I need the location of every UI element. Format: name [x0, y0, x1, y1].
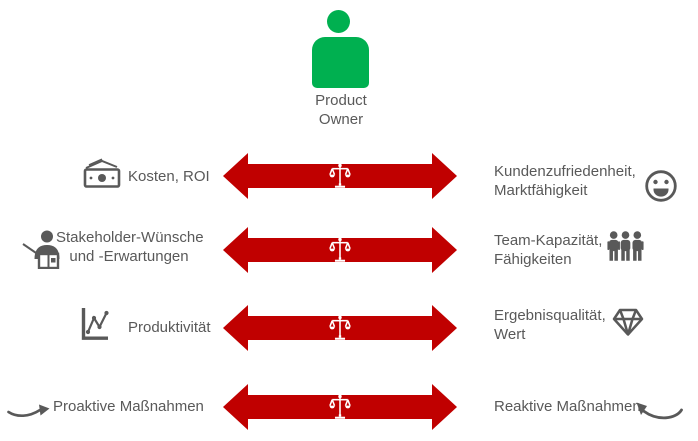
row1-right-line2: Marktfähigkeit: [494, 182, 588, 199]
arrow-left-head: [223, 305, 248, 351]
proactive-arrow-icon: [7, 404, 50, 417]
product-owner-line2: Owner: [318, 111, 364, 128]
row4-left-label: Proaktive Maßnahmen: [53, 398, 204, 415]
arrow-left-head: [223, 227, 248, 273]
row2-right-label: Team-Kapazität, Fähigkeiten: [494, 231, 602, 269]
row3-left-label: Produktivität: [128, 319, 211, 336]
person-icon: [327, 10, 350, 33]
row2-left-label: Stakeholder-Wünsche und -Erwartungen: [56, 228, 204, 266]
row1-right-line1: Kundenzufriedenheit,: [494, 163, 636, 180]
row2-left-line1: Stakeholder-Wünsche: [56, 229, 204, 246]
balance-arrow-2: [223, 227, 457, 273]
product-owner-line1: Product: [315, 92, 367, 109]
row2-left-line2: und -Erwartungen: [69, 248, 189, 265]
arrow-right-head: [432, 227, 457, 273]
smiley-icon: [645, 170, 677, 202]
arrow-right-head: [432, 384, 457, 430]
row3-right-line1: Ergebnisqualität,: [494, 307, 606, 324]
balance-scale-icon: [329, 394, 351, 419]
arrow-right-head: [432, 305, 457, 351]
diamond-icon: [612, 308, 644, 336]
balance-scale-icon: [329, 237, 351, 262]
money-icon: [83, 158, 121, 188]
line-chart-icon: [81, 308, 109, 340]
row2-right-line1: Team-Kapazität,: [494, 232, 603, 249]
balance-arrow-3: [223, 305, 457, 351]
row1-left-label: Kosten, ROI: [128, 168, 210, 185]
row3-right-label: Ergebnisqualität, Wert: [494, 306, 606, 344]
row3-right-line2: Wert: [494, 326, 526, 343]
balance-arrow-4: [223, 384, 457, 430]
row2-right-line2: Fähigkeiten: [494, 251, 572, 268]
person-icon-body: [312, 37, 369, 88]
balance-scale-icon: [329, 315, 351, 340]
team-icon: [607, 231, 644, 261]
arrow-right-head: [432, 153, 457, 199]
arrow-left-head: [223, 153, 248, 199]
row1-right-label: Kundenzufriedenheit, Marktfähigkeit: [494, 162, 636, 200]
presenter-icon: [22, 230, 60, 269]
balance-arrow-1: [223, 153, 457, 199]
row4-right-label: Reaktive Maßnahmen: [494, 398, 641, 415]
product-owner-label: Product Owner: [291, 91, 391, 129]
balance-scale-icon: [329, 163, 351, 188]
reactive-arrow-icon: [636, 402, 683, 420]
arrow-left-head: [223, 384, 248, 430]
